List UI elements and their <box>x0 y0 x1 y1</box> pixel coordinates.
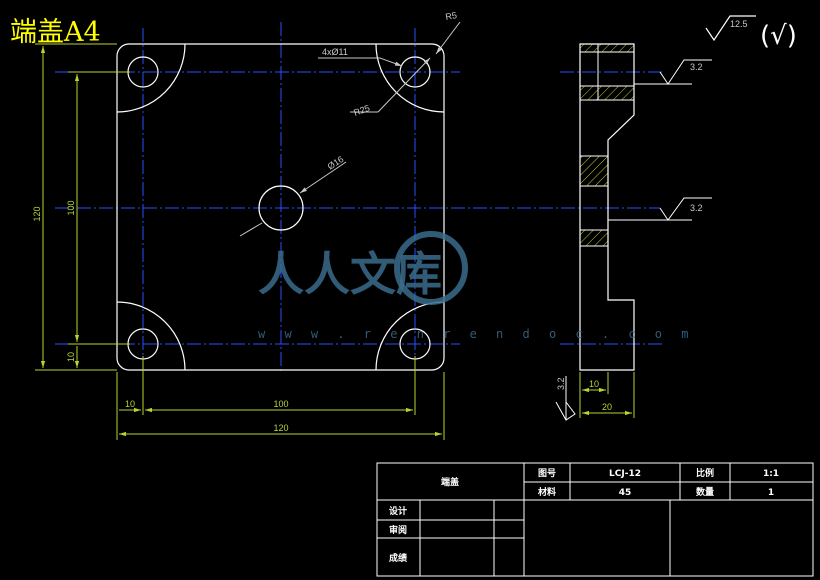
dim-thickness: 20 <box>602 402 612 412</box>
hatch-top-2 <box>580 86 634 100</box>
quantity-label: 数量 <box>696 486 714 498</box>
corner-radius-callout: R5 <box>445 10 458 22</box>
title-block <box>376 462 814 577</box>
dim-step: 10 <box>589 379 599 389</box>
dim-height-overall: 120 <box>32 206 42 221</box>
roughness-note-suffix: (√) <box>760 21 797 51</box>
hole-callout: 4xØ11 <box>322 47 348 57</box>
watermark-text: 人人文库 <box>258 247 442 301</box>
dim-height-spacing: 100 <box>66 200 76 215</box>
grade-label: 成绩 <box>389 552 407 564</box>
hatch-mid <box>580 156 608 186</box>
roughness-note-value: 12.5 <box>730 19 748 29</box>
hatch-top <box>580 44 634 52</box>
roughness-2: 3.2 <box>690 203 703 213</box>
part-name: 端盖 <box>441 476 459 488</box>
watermark: 人人文库 w w w . r e n r e n d o c . c o m <box>258 231 694 341</box>
scale-label: 比例 <box>696 467 714 479</box>
material-label: 材料 <box>537 486 556 498</box>
dim-width-overall: 120 <box>273 423 288 433</box>
dim-height-offset: 10 <box>66 352 76 362</box>
material-value: 45 <box>619 488 632 498</box>
corner-arc-callout: R25 <box>352 103 371 118</box>
front-centerlines <box>55 22 660 372</box>
quantity-value: 1 <box>768 488 774 498</box>
front-view: 4xØ11 R5 R25 Ø16 <box>32 10 660 440</box>
hatch-mid-2 <box>580 230 608 246</box>
drawing-no-value: LCJ-12 <box>609 469 641 479</box>
dim-width-spacing: 100 <box>273 399 288 409</box>
roughness-note: 12.5 (√) <box>705 15 797 51</box>
design-label: 设计 <box>389 505 407 517</box>
side-view: 3.2 3.2 3.2 10 20 <box>555 43 712 421</box>
side-outline <box>579 43 635 371</box>
drawing-no-label: 图号 <box>538 468 556 479</box>
dim-width-offset: 10 <box>125 399 135 409</box>
review-label: 审阅 <box>389 524 407 536</box>
watermark-url: w w w . r e n r e n d o c . c o m <box>258 327 694 341</box>
roughness-1: 3.2 <box>690 62 703 72</box>
scale-value: 1:1 <box>763 469 779 479</box>
roughness-3: 3.2 <box>556 377 566 390</box>
center-hole <box>258 185 304 231</box>
front-dimensions <box>35 43 445 440</box>
drawing-title: 端盖A4 <box>10 17 101 48</box>
plate-outline <box>116 43 445 371</box>
